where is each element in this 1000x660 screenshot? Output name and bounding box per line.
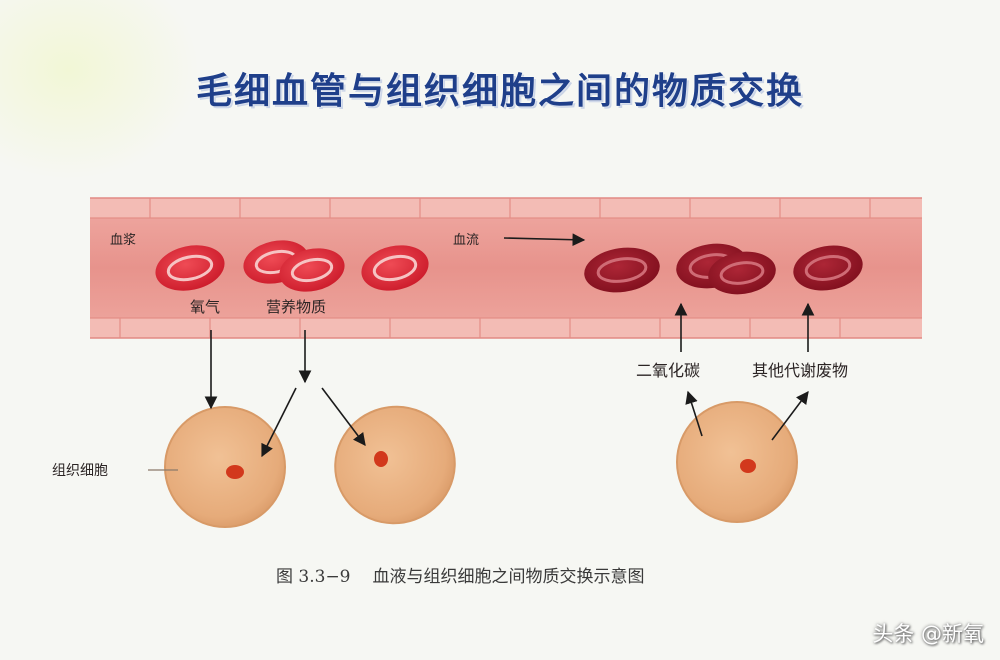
- rbc-arterial-1: [155, 245, 225, 291]
- waste-arrow-cell: [771, 390, 809, 441]
- plasma-label: 血浆: [110, 233, 137, 248]
- rbc-venous-4: [793, 245, 863, 291]
- rbc-venous-1: [584, 247, 660, 293]
- watermark: 头条 @新氧: [872, 622, 984, 646]
- rbc-venous-3: [708, 251, 776, 295]
- tissue-cell-3: [676, 401, 798, 523]
- rbc-arterial-4: [361, 245, 429, 291]
- figure-number: 图 3.3−9: [276, 567, 351, 587]
- tissue-cell-label: 组织细胞: [52, 463, 108, 479]
- co2-arrow-cell: [685, 390, 703, 437]
- other-waste-label: 其他代谢废物: [752, 361, 849, 380]
- carbon-dioxide-label: 二氧化碳: [636, 361, 701, 380]
- blood-flow-label: 血流: [453, 233, 480, 248]
- nutrients-label: 营养物质: [266, 298, 327, 316]
- figure-caption-text: 血液与组织细胞之间物质交换示意图: [372, 567, 645, 587]
- blood-flow-arrow: [503, 233, 586, 247]
- background-glow: [0, 0, 200, 180]
- oxygen-label: 氧气: [190, 298, 221, 316]
- page-title: 毛细血管与组织细胞之间的物质交换: [195, 71, 804, 112]
- rbc-arterial-3: [279, 248, 345, 292]
- tissue-cell-1: [164, 406, 286, 528]
- nutrients-arrow-cell-1: [261, 387, 297, 458]
- figure-caption: 图 3.3−9 血液与组织细胞之间物质交换示意图: [276, 562, 645, 587]
- capillary-vessel: [90, 197, 922, 339]
- tissue-cell-2: [334, 405, 456, 525]
- nutrients-arrow-cell-2: [321, 387, 366, 447]
